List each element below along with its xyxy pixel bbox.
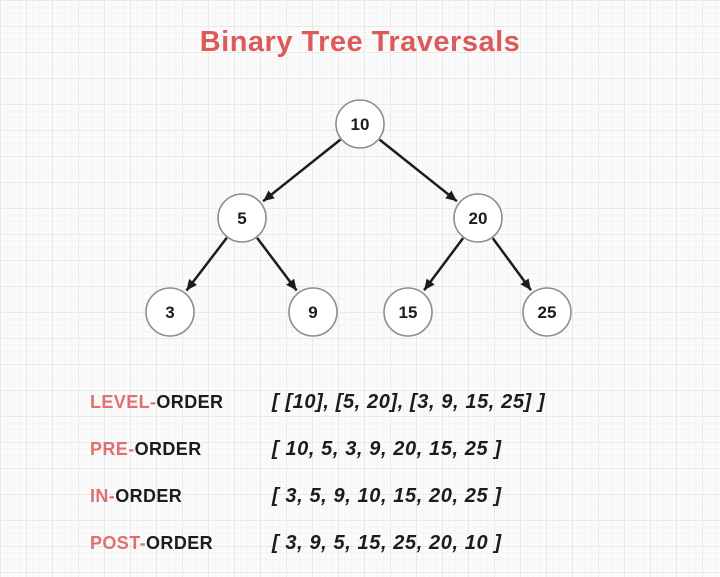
traversal-value: [ 3, 5, 9, 10, 15, 20, 25 ] <box>272 485 502 507</box>
tree-node-label: 5 <box>237 209 246 228</box>
tree-node-10 <box>335 99 385 149</box>
traversal-row-post-order: POST-ORDER [ 3, 9, 5, 15, 25, 20, 10 ] <box>90 520 650 567</box>
traversal-label: LEVEL-ORDER <box>90 392 272 413</box>
traversal-row-level-order: LEVEL-ORDER [ [10], [5, 20], [3, 9, 15, … <box>90 379 650 426</box>
traversal-label-accent: IN- <box>90 486 116 506</box>
tree-nodes: 10 5 20 3 9 15 25 <box>145 99 572 337</box>
tree-node-5 <box>217 193 267 243</box>
tree-edge-20-25 <box>491 237 533 291</box>
traversal-value: [ 10, 5, 3, 9, 20, 15, 25 ] <box>272 438 502 460</box>
tree-node-label: 3 <box>165 303 174 322</box>
tree-node-label: 9 <box>308 303 317 322</box>
traversal-label-rest: ORDER <box>115 486 183 506</box>
tree-node-20 <box>453 193 503 243</box>
traversal-label-rest: ORDER <box>134 439 202 459</box>
tree-node-label: 15 <box>399 303 418 322</box>
traversal-label-accent: POST- <box>90 533 147 553</box>
traversal-row-in-order: IN-ORDER [ 3, 5, 9, 10, 15, 20, 25 ] <box>90 473 650 520</box>
traversal-label: PRE-ORDER <box>90 439 272 460</box>
traversal-label-accent: LEVEL- <box>90 392 157 412</box>
traversal-list: LEVEL-ORDER [ [10], [5, 20], [3, 9, 15, … <box>90 379 650 567</box>
traversal-label: POST-ORDER <box>90 533 272 554</box>
tree-node-9 <box>288 287 338 337</box>
traversal-label-rest: ORDER <box>146 533 214 553</box>
tree-edge-5-3 <box>185 237 228 292</box>
tree-edge-10-5 <box>262 138 342 203</box>
traversal-label: IN-ORDER <box>90 486 272 507</box>
traversal-label-rest: ORDER <box>156 392 224 412</box>
tree-node-3 <box>145 287 195 337</box>
tree-edge-10-20 <box>378 138 458 203</box>
tree-edges <box>185 138 533 292</box>
traversal-value: [ 3, 9, 5, 15, 25, 20, 10 ] <box>272 532 502 554</box>
tree-node-label: 10 <box>351 115 370 134</box>
tree-node-15 <box>383 287 433 337</box>
tree-edge-5-9 <box>256 237 298 292</box>
tree-node-25 <box>522 287 572 337</box>
tree-node-label: 25 <box>538 303 557 322</box>
traversal-row-pre-order: PRE-ORDER [ 10, 5, 3, 9, 20, 15, 25 ] <box>90 426 650 473</box>
traversal-value: [ [10], [5, 20], [3, 9, 15, 25] ] <box>272 391 546 413</box>
traversal-label-accent: PRE- <box>90 439 135 459</box>
tree-edge-20-15 <box>423 237 465 292</box>
tree-node-label: 20 <box>469 209 488 228</box>
page-title: Binary Tree Traversals <box>199 26 521 58</box>
